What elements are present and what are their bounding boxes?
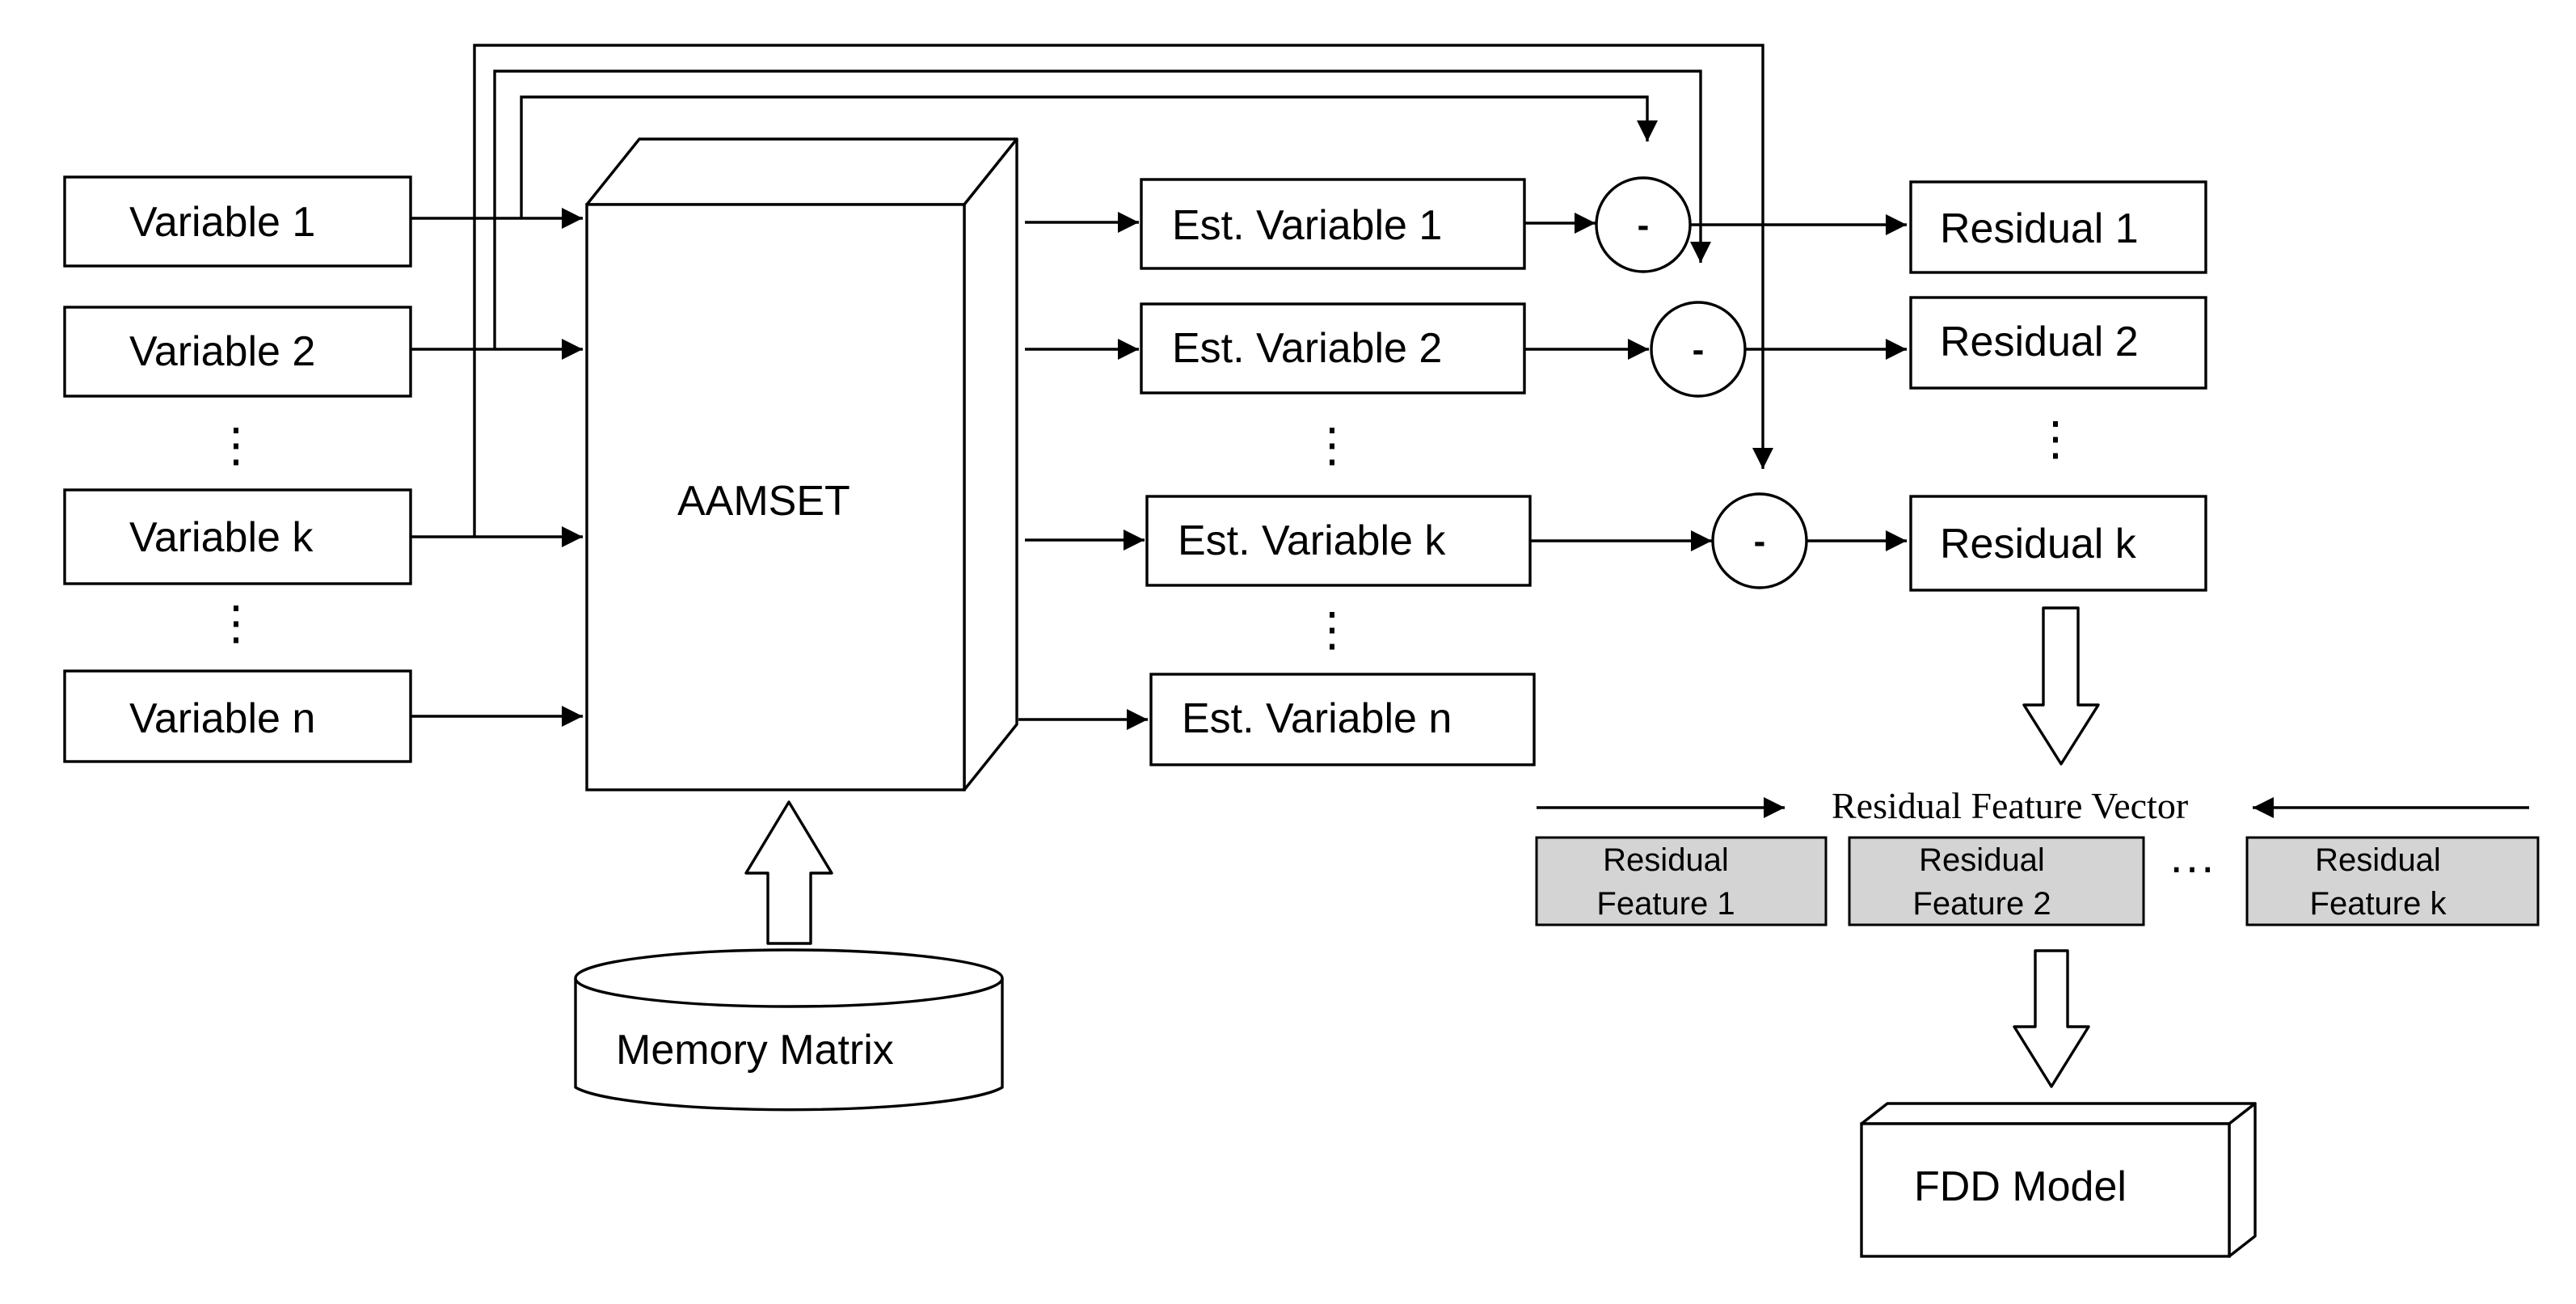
aamset-label: AAMSET — [677, 478, 850, 525]
subtractor-k-symbol: - — [1754, 521, 1766, 561]
hollow-arrow-residual-to-vector — [2022, 606, 2100, 766]
residual-feature-k-box — [2245, 836, 2540, 926]
fdd-model-block — [1860, 1102, 2257, 1258]
residual-ellipsis: ⋮ — [2032, 412, 2079, 465]
residual-feature-k-line1: Residual — [2315, 842, 2441, 878]
est-variable-2-label: Est. Variable 2 — [1172, 325, 1442, 372]
est-variable-1-box — [1140, 178, 1526, 270]
est-variable-k-label: Est. Variable k — [1178, 517, 1446, 564]
input-variable-k-box — [63, 488, 412, 585]
feature-vector-title: Residual Feature Vector — [1832, 785, 2188, 826]
residual-k-label: Residual k — [1940, 521, 2137, 568]
input-variable-2-box — [63, 306, 412, 398]
memory-matrix-cylinder — [574, 948, 1004, 1112]
est-variable-2-box — [1140, 302, 1526, 395]
est-ellipsis-2: ⋮ — [1309, 603, 1355, 656]
input-variable-1-box — [63, 175, 412, 268]
hollow-arrow-memory-to-aamset — [744, 800, 833, 945]
residual-2-box — [1909, 296, 2207, 390]
fdd-model-label: FDD Model — [1914, 1163, 2127, 1210]
residual-1-label: Residual 1 — [1940, 205, 2139, 252]
feature-ellipsis: ··· — [2169, 841, 2216, 893]
input-variable-k-label: Variable k — [129, 514, 314, 561]
feedback-line-variable-1 — [520, 95, 1658, 218]
residual-feature-2-line1: Residual — [1919, 842, 2045, 878]
feedback-line-variable-k — [473, 44, 1773, 537]
memory-matrix-label: Memory Matrix — [616, 1027, 894, 1074]
residual-feature-1-line1: Residual — [1603, 842, 1729, 878]
residual-feature-1-box — [1535, 836, 1828, 926]
residual-2-label: Residual 2 — [1940, 319, 2139, 365]
input-variable-2-label: Variable 2 — [129, 328, 315, 375]
est-variable-n-box — [1149, 673, 1536, 766]
residual-1-box — [1909, 180, 2207, 274]
est-ellipsis-1: ⋮ — [1309, 419, 1355, 471]
input-variable-n-box — [63, 669, 412, 763]
subtractor-2-symbol: - — [1693, 330, 1705, 369]
input-ellipsis-1: ⋮ — [213, 419, 259, 471]
residual-feature-1-line2: Feature 1 — [1596, 886, 1735, 922]
est-variable-n-label: Est. Variable n — [1182, 695, 1452, 742]
aamset-block — [585, 137, 1018, 791]
residual-feature-2-box — [1848, 836, 2145, 926]
input-variable-1-label: Variable 1 — [129, 199, 315, 246]
hollow-arrow-vector-to-fdd — [2013, 949, 2090, 1088]
est-variable-1-label: Est. Variable 1 — [1172, 202, 1442, 249]
residual-feature-2-line2: Feature 2 — [1912, 886, 2051, 922]
subtractor-1-symbol: - — [1638, 205, 1650, 245]
feedback-line-variable-2 — [493, 70, 1711, 349]
input-variable-n-label: Variable n — [129, 695, 315, 742]
residual-feature-k-line2: Feature k — [2310, 886, 2447, 922]
residual-k-box — [1909, 495, 2207, 592]
input-ellipsis-2: ⋮ — [213, 597, 259, 649]
